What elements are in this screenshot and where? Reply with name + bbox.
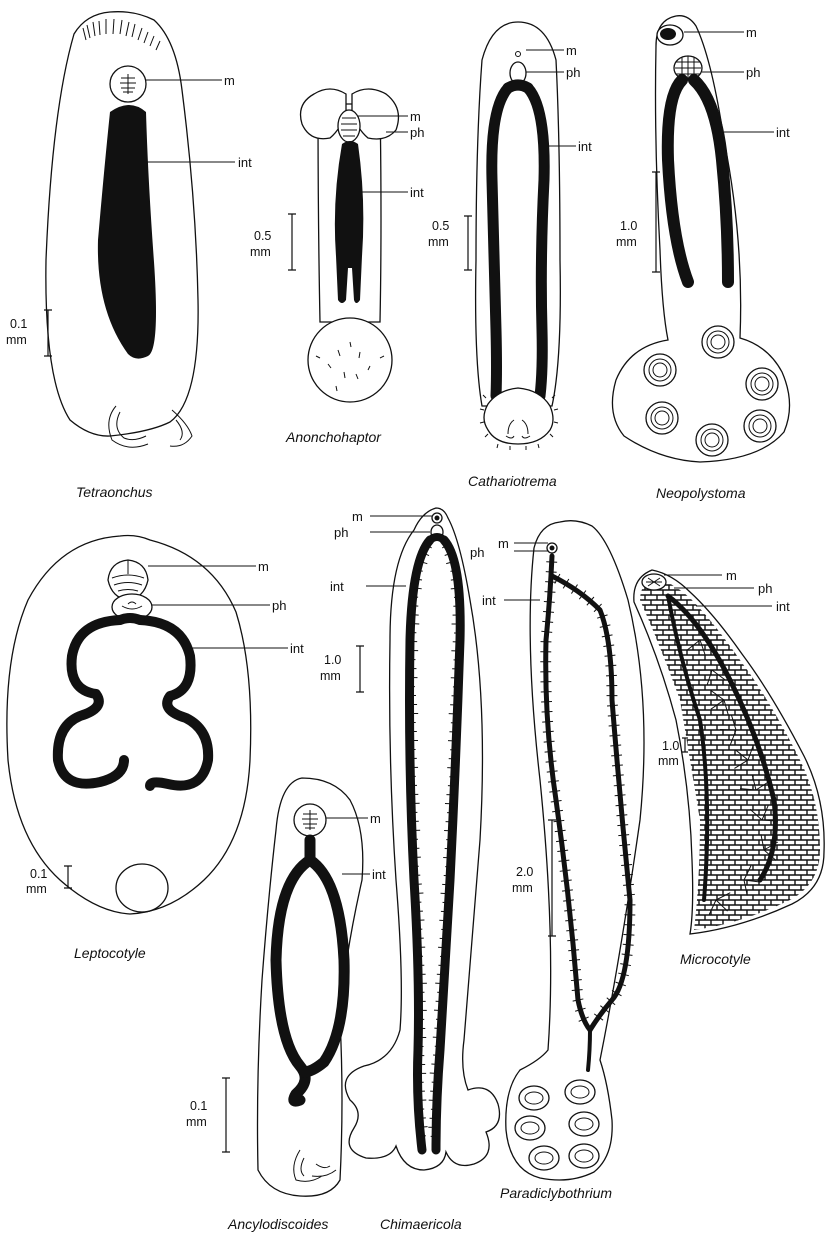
specimen-neopolystoma: m ph int 1.0 mm Neopolystoma bbox=[612, 16, 790, 501]
anonchohaptor-name: Anonchohaptor bbox=[285, 429, 382, 445]
chimaericola-int-label: int bbox=[330, 579, 344, 594]
leptocotyle-scale-unit: mm bbox=[26, 882, 47, 896]
cathariotrema-scale-unit: mm bbox=[428, 235, 449, 249]
microcotyle-scale-unit: mm bbox=[658, 754, 679, 768]
microcotyle-scale-value: 1.0 bbox=[662, 739, 679, 753]
paradiclybothrium-scale-unit: mm bbox=[512, 881, 533, 895]
ancylodiscoides-m-label: m bbox=[370, 811, 381, 826]
anonchohaptor-pharynx-icon bbox=[338, 110, 360, 142]
cathariotrema-scale-value: 0.5 bbox=[432, 219, 449, 233]
chimaericola-name: Chimaericola bbox=[380, 1216, 462, 1232]
ancylodiscoides-scale-value: 0.1 bbox=[190, 1099, 207, 1113]
tetraonchus-name: Tetraonchus bbox=[76, 484, 153, 500]
neopolystoma-ph-label: ph bbox=[746, 65, 760, 80]
cathariotrema-int-label: int bbox=[578, 139, 592, 154]
ancylodiscoides-int-label: int bbox=[372, 867, 386, 882]
paradiclybothrium-name: Paradiclybothrium bbox=[500, 1185, 612, 1201]
tetraonchus-int-label: int bbox=[238, 155, 252, 170]
chimaericola-m-label: m bbox=[352, 509, 363, 524]
leptocotyle-name: Leptocotyle bbox=[74, 945, 146, 961]
anonchohaptor-m-label: m bbox=[410, 109, 421, 124]
paradiclybothrium-ph-label: ph bbox=[470, 545, 484, 560]
leptocotyle-ph-label: ph bbox=[272, 598, 286, 613]
chimaericola-ph-label: ph bbox=[334, 525, 348, 540]
neopolystoma-scale-unit: mm bbox=[616, 235, 637, 249]
chimaericola-scale-value: 1.0 bbox=[324, 653, 341, 667]
microcotyle-ph-label: ph bbox=[758, 581, 772, 596]
paradiclybothrium-int-label: int bbox=[482, 593, 496, 608]
cathariotrema-m-label: m bbox=[566, 43, 577, 58]
microcotyle-m-label: m bbox=[726, 568, 737, 583]
anonchohaptor-scale-value: 0.5 bbox=[254, 229, 271, 243]
specimen-tetraonchus: m int 0.1 mm Tetraonchus bbox=[6, 12, 252, 500]
paradiclybothrium-m-label: m bbox=[498, 536, 509, 551]
anonchohaptor-scale-unit: mm bbox=[250, 245, 271, 259]
leptocotyle-m-label: m bbox=[258, 559, 269, 574]
anonchohaptor-haptor bbox=[308, 318, 392, 402]
specimen-microcotyle: m ph int 1.0 mm Microcotyle bbox=[630, 568, 830, 967]
neopolystoma-scale-value: 1.0 bbox=[620, 219, 637, 233]
specimen-cathariotrema: m ph int 0.5 mm Cathariotrema bbox=[428, 22, 592, 489]
specimen-anonchohaptor: m ph int 0.5 mm Anonchohaptor bbox=[250, 89, 424, 445]
anonchohaptor-int-label: int bbox=[410, 185, 424, 200]
specimen-leptocotyle: m ph int 0.1 mm Leptocotyle bbox=[7, 536, 304, 962]
ancylodiscoides-name: Ancylodiscoides bbox=[227, 1216, 328, 1232]
leptocotyle-scale-value: 0.1 bbox=[30, 867, 47, 881]
microcotyle-name: Microcotyle bbox=[680, 951, 751, 967]
chimaericola-scale-unit: mm bbox=[320, 669, 341, 683]
cathariotrema-ph-label: ph bbox=[566, 65, 580, 80]
leptocotyle-int-label: int bbox=[290, 641, 304, 656]
neopolystoma-m-label: m bbox=[746, 25, 757, 40]
anonchohaptor-ph-label: ph bbox=[410, 125, 424, 140]
neopolystoma-int-label: int bbox=[776, 125, 790, 140]
cathariotrema-name: Cathariotrema bbox=[468, 473, 557, 489]
neopolystoma-name: Neopolystoma bbox=[656, 485, 746, 501]
ancylodiscoides-scale-unit: mm bbox=[186, 1115, 207, 1129]
leptocotyle-haptor bbox=[116, 864, 168, 912]
tetraonchus-scale-unit: mm bbox=[6, 333, 27, 347]
tetraonchus-m-label: m bbox=[224, 73, 235, 88]
paradiclybothrium-scale-value: 2.0 bbox=[516, 865, 533, 879]
microcotyle-int-label: int bbox=[776, 599, 790, 614]
tetraonchus-scale-value: 0.1 bbox=[10, 317, 27, 331]
